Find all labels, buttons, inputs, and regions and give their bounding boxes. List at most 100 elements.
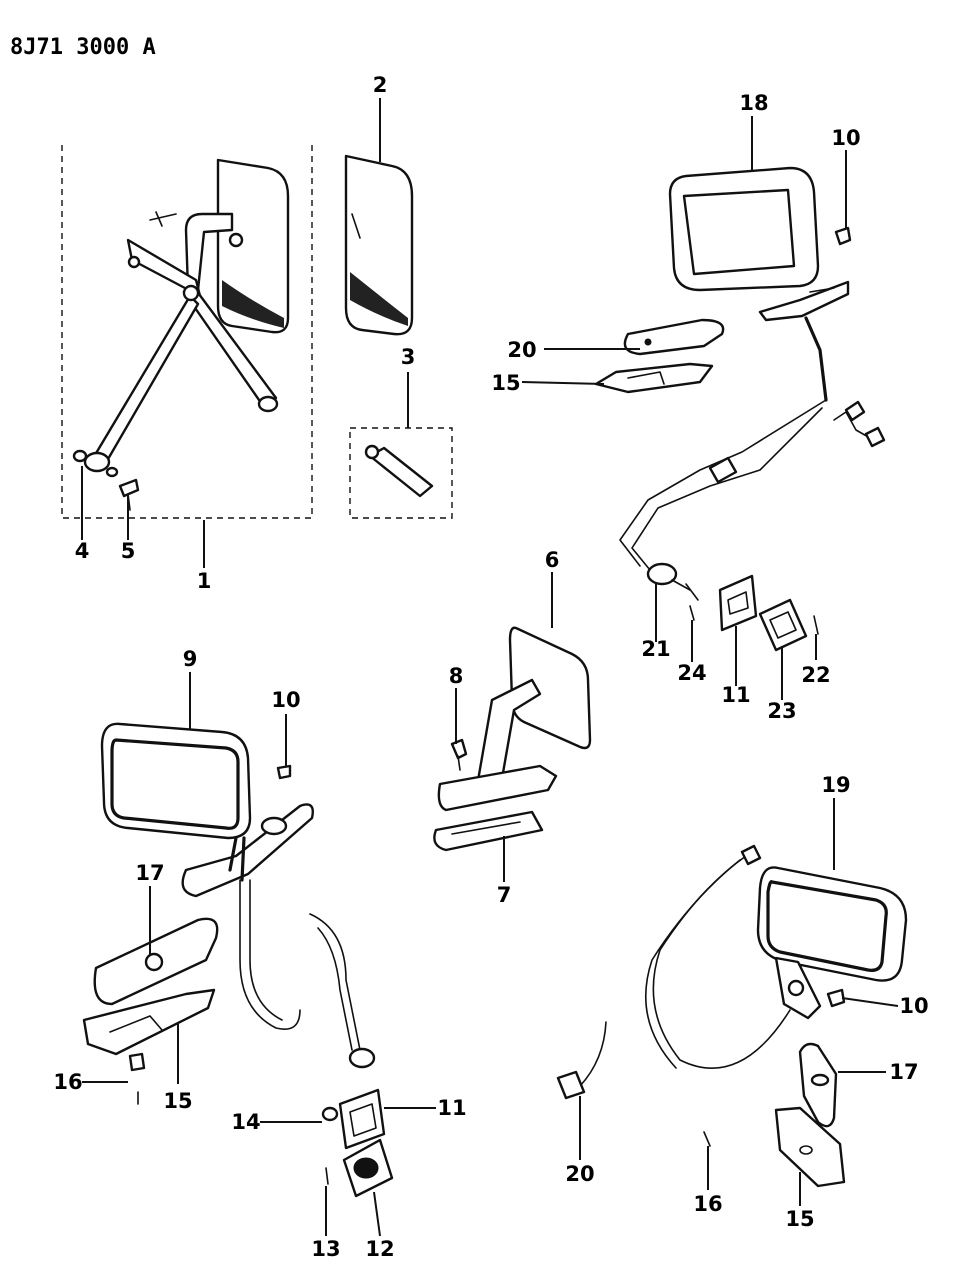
mirror-2-tab <box>351 213 361 239</box>
gasket-20-hole <box>644 338 652 346</box>
gasket-17-right-hole <box>810 1073 830 1087</box>
switch-plate-23 <box>758 598 808 652</box>
callout-18: 18 <box>739 91 768 115</box>
mirror-glass-19 <box>766 880 888 972</box>
washer-small-1 <box>105 466 119 478</box>
mirror-shading-1 <box>222 280 284 328</box>
connector-plug-18 <box>844 400 866 422</box>
gasket-17-left-hole <box>144 952 164 972</box>
bezel-11-bottom <box>338 1088 386 1150</box>
brace-end-1 <box>127 255 141 269</box>
callout-16-left: 16 <box>53 1070 82 1094</box>
part-2-mirror-head <box>344 154 414 336</box>
base-hole-18 <box>809 287 835 293</box>
switch-21-knob <box>671 579 699 601</box>
callout-11-bottom: 11 <box>437 1096 466 1120</box>
connector-19 <box>740 844 762 866</box>
plate-15-left-detail <box>109 1015 163 1033</box>
main-arm-1 <box>90 294 200 468</box>
assembly-1-boundary <box>61 145 313 519</box>
gasket-20-top <box>623 318 725 356</box>
switch-21 <box>646 562 678 586</box>
callout-15-top: 15 <box>491 371 520 395</box>
gasket-7-inner <box>451 821 521 835</box>
callout-8: 8 <box>449 664 464 688</box>
switch-connector-9 <box>348 1047 376 1069</box>
callout-17-right: 17 <box>889 1060 918 1084</box>
screw-16-left <box>128 1052 146 1072</box>
brace-bolt-1 <box>149 211 177 227</box>
base-19-hole <box>787 979 805 997</box>
connector-20 <box>556 1070 586 1100</box>
gasket-7 <box>433 810 544 852</box>
screw-8-shank <box>457 755 461 771</box>
screw-10-left <box>276 764 292 780</box>
callout-labels: 2 3 4 5 1 18 10 20 15 6 8 7 9 10 21 24 1… <box>53 73 928 1261</box>
mirror-head-6 <box>508 626 592 750</box>
mount-nut-1 <box>228 232 244 248</box>
cable-9-c <box>309 913 361 1051</box>
mirror-shading-2 <box>350 272 408 326</box>
pivot-1 <box>182 284 200 302</box>
mirror-housing-9 <box>100 722 252 840</box>
cable-9-d <box>317 927 353 1051</box>
plate-15-detail <box>627 371 665 385</box>
mirror-stem-1 <box>184 212 234 292</box>
callout-14: 14 <box>231 1110 260 1134</box>
callout-23: 23 <box>767 699 796 723</box>
callout-7: 7 <box>497 883 512 907</box>
plate-15-top <box>594 362 714 394</box>
callout-3: 3 <box>401 345 416 369</box>
cable-9-a <box>239 879 301 1030</box>
mirror-head-1 <box>216 158 290 334</box>
inline-connector-18 <box>708 456 738 484</box>
mirror-glass-18 <box>682 188 796 276</box>
document-id: 8J71 3000 A <box>10 35 156 60</box>
connector-pigtail-18 <box>833 411 871 439</box>
callout-19: 19 <box>821 773 850 797</box>
screw-22 <box>813 615 819 635</box>
callout-20-bottom: 20 <box>565 1162 594 1186</box>
screw-8 <box>450 738 468 760</box>
mirror-base-18 <box>758 280 850 322</box>
mirror-9-wires <box>228 836 246 882</box>
part-9-power-mirror <box>82 722 376 1105</box>
callout-5: 5 <box>121 539 136 563</box>
mirror-glass-9 <box>110 738 240 830</box>
callout-10-left: 10 <box>271 688 300 712</box>
callout-4: 4 <box>75 539 90 563</box>
callout-15-right: 15 <box>785 1207 814 1231</box>
assembly-1-mirror-with-bracket <box>61 145 313 519</box>
screw-13 <box>325 1167 329 1185</box>
callout-1: 1 <box>197 569 212 593</box>
callout-6: 6 <box>545 548 560 572</box>
leader-lines <box>81 98 899 1237</box>
connector-plug-18b <box>864 426 886 448</box>
callout-21: 21 <box>641 637 670 661</box>
pivot-pin-3 <box>368 446 434 498</box>
cable-20 <box>579 1021 607 1087</box>
bezel-11-top <box>718 574 758 632</box>
cable-loom-a <box>619 399 827 567</box>
base-9-hole <box>260 816 288 836</box>
part-3-pivot-kit <box>349 427 453 519</box>
top-right-gaskets <box>594 318 725 394</box>
nut-14 <box>321 1106 339 1122</box>
bezel-11-opening <box>727 591 749 615</box>
callout-9: 9 <box>183 647 198 671</box>
bezel-11-bottom-opening <box>349 1103 377 1137</box>
callout-13: 13 <box>311 1237 340 1261</box>
callout-15-left: 15 <box>163 1089 192 1113</box>
callout-10-right: 10 <box>899 994 928 1018</box>
mirror-housing-19 <box>756 866 908 982</box>
switch-plate-parts <box>689 574 819 652</box>
plate-15-right-hole <box>799 1145 813 1155</box>
part-18-power-mirror <box>619 166 886 601</box>
callout-16-right: 16 <box>693 1192 722 1216</box>
part-3-boundary <box>349 427 453 519</box>
screw-24 <box>689 605 695 621</box>
part-19-power-mirror <box>556 844 908 1188</box>
pin-cap-3 <box>364 444 380 460</box>
callout-2: 2 <box>373 73 388 97</box>
